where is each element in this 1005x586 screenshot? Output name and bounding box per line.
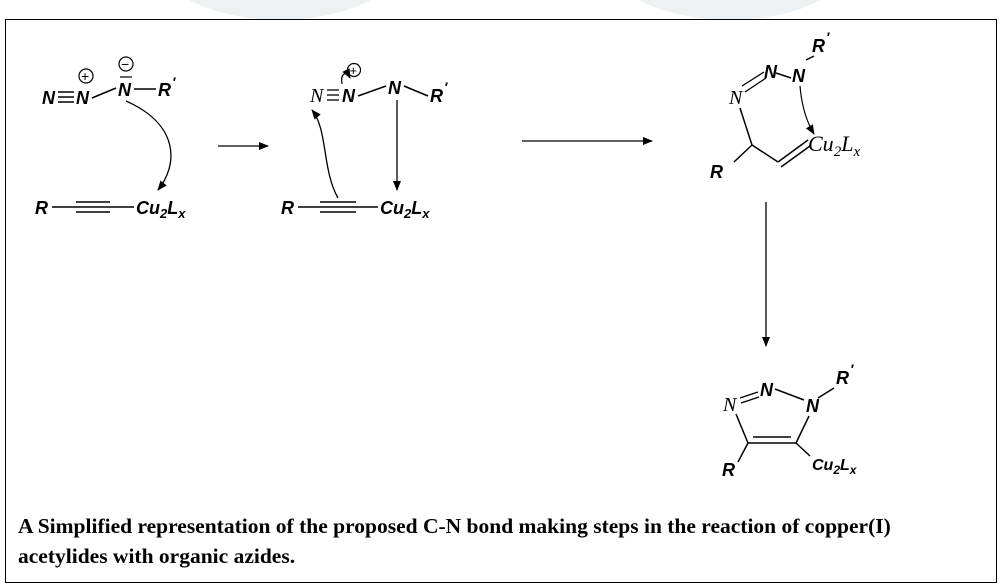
atom-n: N xyxy=(42,88,56,108)
prime-mark: ′ xyxy=(172,74,176,90)
svg-text:N: N xyxy=(764,62,778,82)
svg-text:N: N xyxy=(792,66,806,86)
atom-n: N xyxy=(76,88,90,108)
copper-acetylide: R Cu2Lx xyxy=(281,198,430,221)
atom-r-prime: R xyxy=(158,80,171,100)
figure-frame xyxy=(5,19,997,583)
svg-text:Cu2Lx: Cu2Lx xyxy=(136,198,186,221)
svg-text:N: N xyxy=(722,394,738,416)
svg-text:Cu2Lx: Cu2Lx xyxy=(808,131,860,160)
svg-text:N: N xyxy=(342,86,356,106)
atom-n: N xyxy=(118,80,132,100)
minus-charge-circle xyxy=(118,56,134,72)
svg-text:R: R xyxy=(430,86,443,106)
minus-charge: − xyxy=(121,56,129,72)
copper-acetylide: R Cu2Lx xyxy=(35,198,186,221)
svg-text:R: R xyxy=(710,162,723,182)
metallacycle-structure: R ′ N N N R Cu2Lx xyxy=(710,29,860,182)
curved-arrow xyxy=(311,109,339,199)
svg-text:N: N xyxy=(728,87,744,109)
figure-caption: A Simplified representation of the propo… xyxy=(18,514,891,568)
svg-text:′: ′ xyxy=(850,361,854,377)
svg-text:Cu2Lx: Cu2Lx xyxy=(380,198,430,221)
svg-text:R: R xyxy=(812,36,825,56)
azide-structure: N N + N − R ′ xyxy=(42,56,176,108)
plus-charge-circle xyxy=(78,68,94,84)
svg-text:N: N xyxy=(309,85,325,107)
azide-complex-structure: N N + N R ′ xyxy=(309,62,448,107)
atom-r: R xyxy=(35,198,48,218)
svg-text:R: R xyxy=(722,460,735,480)
svg-text:N: N xyxy=(806,396,820,416)
svg-text:R: R xyxy=(836,368,849,388)
svg-text:N: N xyxy=(388,78,402,98)
svg-text:+: + xyxy=(350,63,358,78)
svg-text:N: N xyxy=(760,380,774,400)
plus-charge: + xyxy=(81,68,89,84)
svg-text:R: R xyxy=(281,198,294,218)
svg-text:′: ′ xyxy=(826,29,830,45)
svg-text:′: ′ xyxy=(444,79,448,95)
triazolide-structure: N N N R ′ R Cu2Lx xyxy=(722,361,858,480)
svg-text:Cu2Lx: Cu2Lx xyxy=(812,457,858,477)
curved-arrow xyxy=(125,100,172,191)
